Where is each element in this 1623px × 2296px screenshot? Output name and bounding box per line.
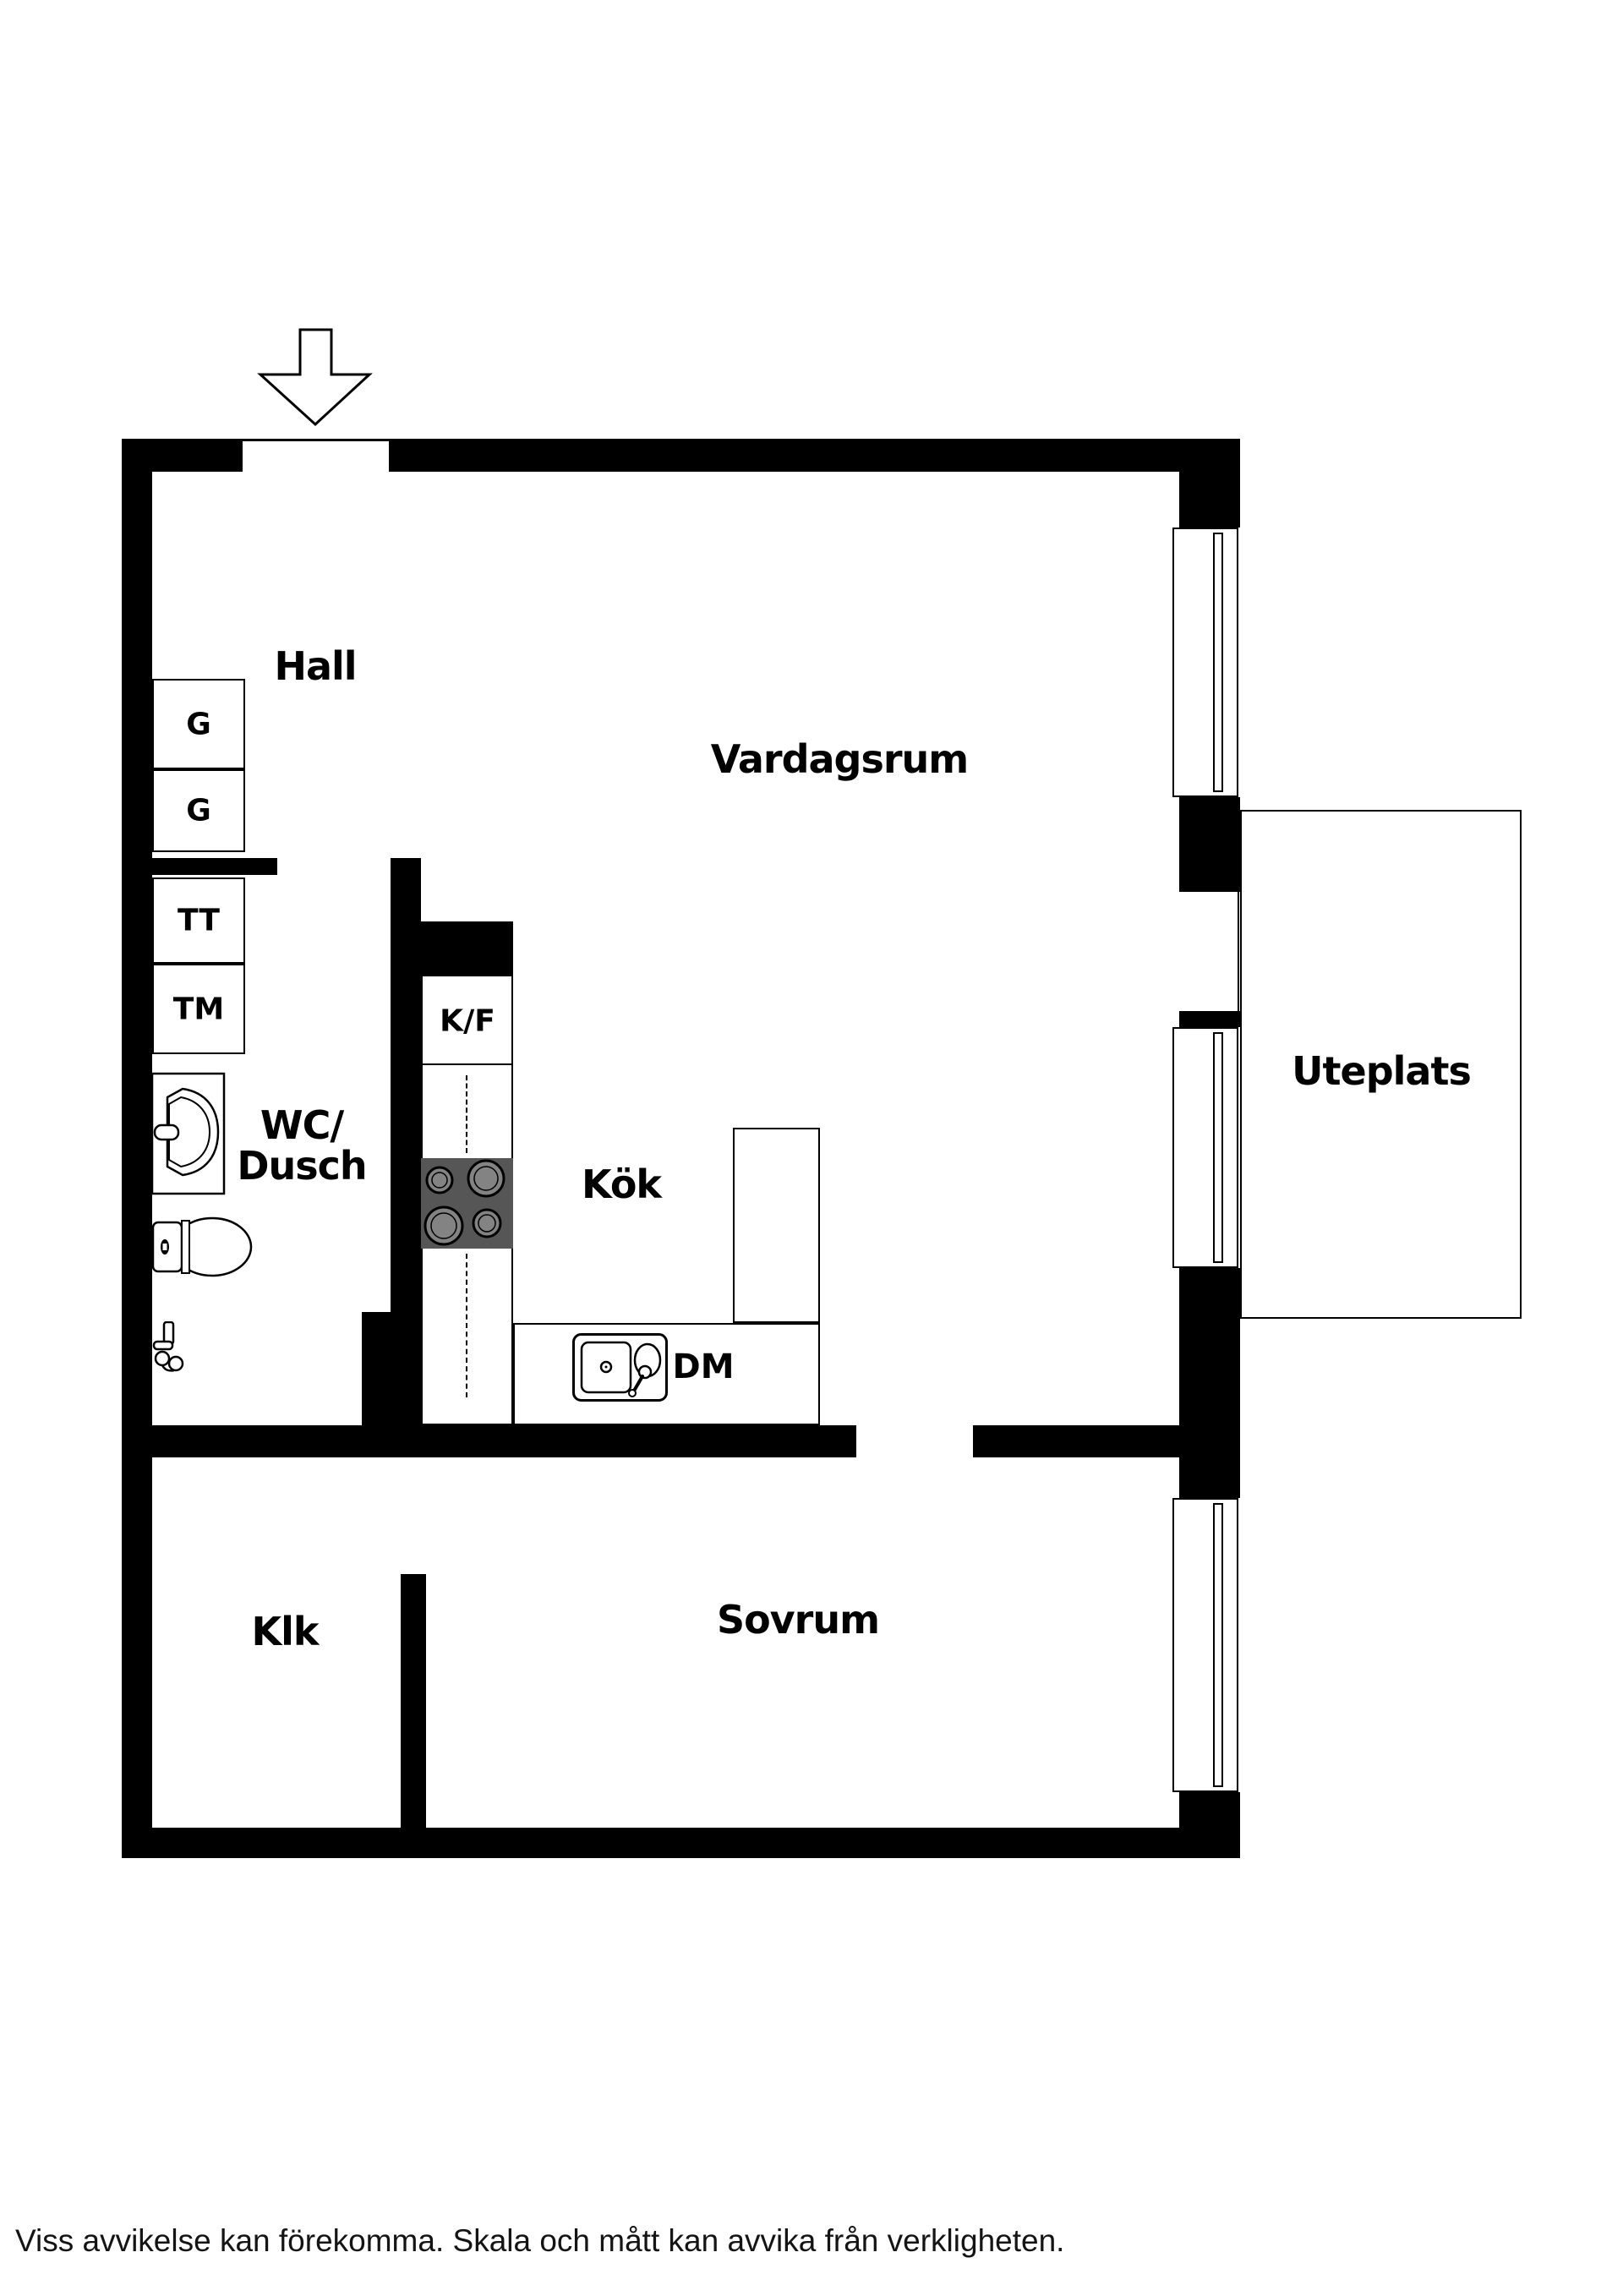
wardrobe-top-label: G — [186, 707, 211, 742]
room-label-hall: Hall — [274, 643, 357, 690]
wardrobe-bottom-box — [152, 769, 245, 852]
wardrobe-bottom-label: G — [186, 793, 211, 828]
room-label-kok: Kök — [581, 1162, 662, 1208]
wall-right-segment-3 — [1179, 1011, 1240, 1027]
tumble-dryer-box — [152, 877, 245, 964]
wall-south-right — [973, 1425, 1179, 1457]
wall-right-segment-5 — [1179, 1792, 1240, 1828]
entrance-door-opening — [243, 439, 389, 441]
tumble-dryer-label: TT — [178, 903, 220, 938]
patio-door-opening — [1238, 892, 1239, 1011]
washing-machine-label: TM — [172, 992, 225, 1027]
wall-right-segment-4 — [1179, 1268, 1240, 1498]
window-glass-icon — [1213, 533, 1223, 792]
washing-machine-box — [152, 964, 245, 1054]
wall-top-right — [389, 439, 1240, 472]
bathroom-sink-icon — [150, 1072, 226, 1195]
wall-wc-kitchen-jog — [362, 1312, 421, 1425]
wall-bottom — [122, 1828, 1240, 1858]
disclaimer-text: Viss avvikelse kan förekomma. Skala och … — [15, 2223, 1065, 2258]
room-label-wc-dusch: WC/ Dusch — [237, 1105, 367, 1189]
window-vardagsrum-icon — [1172, 528, 1238, 797]
fridge-freezer-box — [421, 975, 513, 1065]
shower-mixer-icon — [152, 1321, 184, 1372]
counter-dashed-line — [466, 1075, 467, 1153]
fridge-freezer-label: K/F — [440, 1003, 495, 1039]
counter-dashed-line — [466, 1254, 467, 1397]
window-kok-icon — [1172, 1027, 1238, 1268]
wall-hall-wc-stub — [122, 858, 277, 875]
wall-left — [122, 439, 152, 1858]
window-glass-icon — [1213, 1032, 1223, 1263]
room-label-sovrum: Sovrum — [716, 1597, 880, 1643]
dishwasher-label: DM — [672, 1348, 735, 1386]
wall-right-segment-1 — [1179, 472, 1240, 528]
window-glass-icon — [1213, 1503, 1223, 1787]
wall-right-segment-2 — [1179, 797, 1240, 892]
wall-south-left — [122, 1425, 856, 1457]
wc-label-line1: WC/ — [260, 1102, 344, 1149]
room-label-klk: Klk — [251, 1609, 319, 1655]
stove-icon — [421, 1158, 513, 1249]
kitchen-sink-icon — [572, 1333, 668, 1402]
kitchen-counter-peninsula — [733, 1128, 820, 1323]
toilet-icon — [151, 1216, 253, 1277]
entrance-arrow-icon — [257, 328, 373, 427]
wall-klk-divider — [401, 1574, 426, 1828]
uteplats-outline — [1240, 810, 1522, 1319]
room-label-uteplats: Uteplats — [1292, 1048, 1472, 1095]
room-label-vardagsrum: Vardagsrum — [710, 736, 969, 783]
wardrobe-top-box — [152, 679, 245, 769]
window-sovrum-icon — [1172, 1498, 1238, 1792]
wc-label-line2: Dusch — [237, 1143, 367, 1189]
wall-kitchen-north — [421, 921, 513, 975]
